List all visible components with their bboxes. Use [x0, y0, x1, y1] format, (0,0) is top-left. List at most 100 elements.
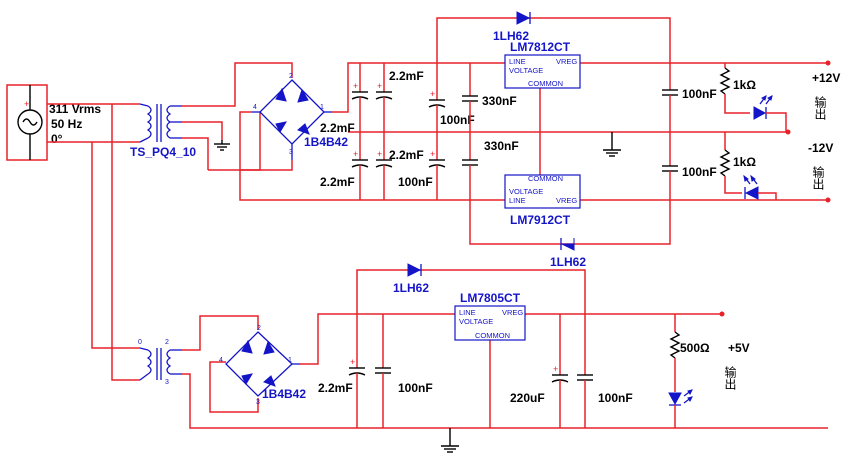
output-pos5-voltage: +5V	[728, 341, 750, 355]
transformer-top-secondary-wiring	[182, 62, 293, 171]
bridge-bottom-pin-3: 3	[256, 399, 260, 406]
lm7912-vreg-pin: VREG	[556, 196, 577, 205]
cap-c4-label: 2.2mF	[389, 148, 424, 162]
cap-c7-label: 100nF	[398, 175, 433, 189]
cap-c6[interactable]	[462, 63, 478, 132]
output-pos12-text-label: 输出	[813, 95, 827, 120]
bridge-rectifier-top[interactable]	[252, 79, 332, 160]
bridge-top-pin-3: 3	[289, 149, 293, 156]
bridge-top-pin-2: 2	[289, 73, 293, 80]
resistor-r1-label: 1kΩ	[733, 78, 756, 92]
cap-c9-label: 100nF	[682, 87, 717, 101]
bridge-top-pin-1: 1	[320, 104, 324, 111]
lm7912-common-pin: COMMON	[528, 174, 563, 183]
bridge-bottom-label: 1B4B42	[262, 387, 306, 401]
transformer-bottom[interactable]	[139, 347, 182, 381]
source-wiring	[47, 103, 140, 381]
bridge-bottom-pin-1: 1	[288, 357, 292, 364]
terminal-neg12	[825, 197, 831, 203]
cap-c8-label: 330nF	[484, 139, 519, 153]
lm7805-line-pin: LINE	[459, 308, 476, 317]
diode-top[interactable]	[516, 11, 531, 25]
regulator-lm7812[interactable]: LINE VOLTAGE VREG COMMON	[504, 54, 581, 89]
lm7812-common-pin: COMMON	[528, 79, 563, 88]
diode-mid[interactable]	[560, 238, 575, 251]
cap-c10-label: 100nF	[682, 165, 717, 179]
regulator-lm7912[interactable]: COMMON VOLTAGE LINE VREG	[504, 174, 581, 209]
diode-bottom[interactable]	[407, 263, 422, 277]
cap-c7-plus: +	[430, 149, 435, 159]
cap-c8[interactable]	[462, 132, 478, 200]
cap-c2-plus: +	[377, 81, 382, 91]
source-frequency-label: 50 Hz	[51, 117, 82, 131]
output-pos5-text: 输出	[723, 365, 737, 390]
led-pos12[interactable]	[753, 95, 787, 132]
ac-voltage-source[interactable]: +	[6, 84, 48, 161]
cap-c2-label: 2.2mF	[389, 69, 424, 83]
cap-c13-label: 220uF	[510, 391, 545, 405]
bridge-top-pin-4: 4	[253, 104, 257, 111]
output-pos12-voltage: +12V	[812, 71, 840, 85]
cap-c12-label: 100nF	[398, 381, 433, 395]
ground-symbol-bottom	[441, 428, 459, 453]
cap-c6-label: 330nF	[482, 94, 517, 108]
cap-c14[interactable]	[577, 314, 593, 428]
terminal-gnd-mid	[785, 129, 791, 135]
resistor-r3[interactable]	[669, 314, 681, 392]
lm7912-voltage-pin: VOLTAGE	[509, 187, 543, 196]
lm7812-label: LM7812CT	[510, 40, 571, 54]
cap-c3-label: 2.2mF	[320, 175, 355, 189]
lm7805-voltage-pin: VOLTAGE	[459, 317, 493, 326]
output-pos12-text: 输出	[813, 95, 827, 120]
transformer-bottom-pin-3: 3	[165, 379, 169, 386]
cap-c7[interactable]: +	[428, 132, 446, 200]
resistor-r2[interactable]	[719, 132, 742, 194]
diode-mid-label: 1LH62	[550, 255, 586, 269]
rail-pos5-wiring	[300, 269, 722, 428]
cap-c1[interactable]: +	[351, 63, 369, 132]
cap-c14-label: 100nF	[598, 391, 633, 405]
led-neg12[interactable]	[743, 174, 777, 200]
bridge-top-label: 1B4B42	[304, 135, 348, 149]
resistor-r2-label: 1kΩ	[733, 155, 756, 169]
cap-c13-plus: +	[553, 364, 558, 374]
cap-c9[interactable]	[662, 63, 678, 132]
lm7805-common-pin: COMMON	[475, 331, 510, 340]
output-pos5-text-label: 输出	[723, 365, 737, 390]
cap-c5-plus: +	[430, 89, 435, 99]
cap-c13[interactable]: +	[551, 314, 569, 428]
bridge-rectifier-bottom[interactable]	[225, 331, 300, 397]
output-neg12-text-label: 输出	[811, 165, 825, 190]
output-neg12-voltage: -12V	[808, 141, 833, 155]
lm7805-label: LM7805CT	[460, 291, 521, 305]
cap-c3[interactable]: +	[351, 132, 369, 200]
ground-symbol-mid	[603, 132, 621, 157]
diode-top-label: 1LH62	[493, 29, 529, 43]
resistor-r3-label: 500Ω	[680, 341, 710, 355]
cap-c4-plus: +	[377, 149, 382, 159]
cap-c1-label: 2.2mF	[320, 121, 355, 135]
cap-c12[interactable]	[375, 314, 391, 428]
transformer-bottom-secondary-wiring	[182, 315, 828, 429]
cap-c4[interactable]: +	[375, 132, 393, 200]
lm7812-vreg-pin: VREG	[556, 57, 577, 66]
cap-c11[interactable]: +	[348, 314, 366, 428]
source-plus-mark: +	[24, 99, 29, 109]
resistor-r1[interactable]	[719, 63, 750, 114]
regulator-lm7805[interactable]: LINE VOLTAGE VREG COMMON	[454, 305, 526, 341]
led-pos5[interactable]	[668, 389, 693, 428]
source-phase-label: 0°	[51, 132, 63, 146]
output-neg12-text: 输出	[811, 165, 825, 190]
ground-symbol-transformer-top	[214, 140, 230, 151]
cap-c2[interactable]: +	[375, 63, 393, 132]
cap-c5[interactable]: +	[428, 63, 446, 132]
transformer-top[interactable]	[139, 103, 182, 143]
cap-c10[interactable]	[662, 132, 678, 200]
transformer-bottom-pin-2: 2	[165, 339, 169, 346]
terminal-pos5	[719, 311, 725, 317]
lm7812-voltage-pin: VOLTAGE	[509, 66, 543, 75]
cap-c1-plus: +	[353, 81, 358, 91]
bridge-bottom-pin-4: 4	[219, 357, 223, 364]
lm7805-vreg-pin: VREG	[502, 308, 523, 317]
diode-bottom-label: 1LH62	[393, 281, 429, 295]
